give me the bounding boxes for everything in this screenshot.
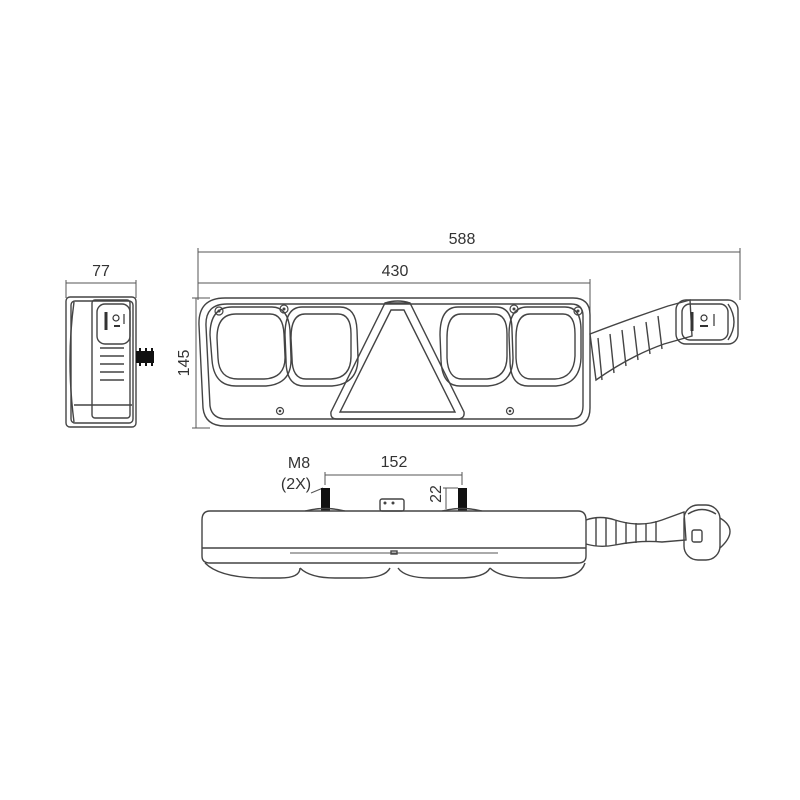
front-view (198, 297, 739, 427)
connector-symbols-icon (690, 312, 715, 331)
mounting-bolt-right (458, 488, 467, 511)
connector-symbols-icon (104, 312, 125, 330)
dimension-lines (65, 248, 741, 509)
dimension-labels: 588 430 145 77 152 22 M8 (2X) (92, 231, 475, 503)
lamp-right-outer (508, 306, 582, 387)
dim-housing-length: 430 (382, 263, 409, 280)
lamp-left-outer (209, 306, 292, 387)
dim-bolt-count: (2X) (281, 476, 311, 493)
side-view (65, 296, 154, 428)
screw-icons (214, 304, 583, 416)
bottom-view (201, 488, 731, 579)
dim-bolt-spacing: 152 (381, 454, 408, 471)
dim-total-length: 588 (449, 231, 476, 248)
marker-arm (589, 299, 739, 382)
lamp-right-inner (439, 306, 514, 387)
dim-bolt-size: M8 (288, 455, 310, 472)
bottom-marker-arm (585, 504, 731, 561)
mounting-bolt-left (321, 488, 330, 511)
triangle-reflector (330, 300, 465, 420)
lamp-left-inner (284, 306, 359, 387)
dim-height: 145 (176, 350, 193, 377)
dim-bolt-length: 22 (428, 485, 445, 503)
dim-depth: 77 (92, 263, 110, 280)
